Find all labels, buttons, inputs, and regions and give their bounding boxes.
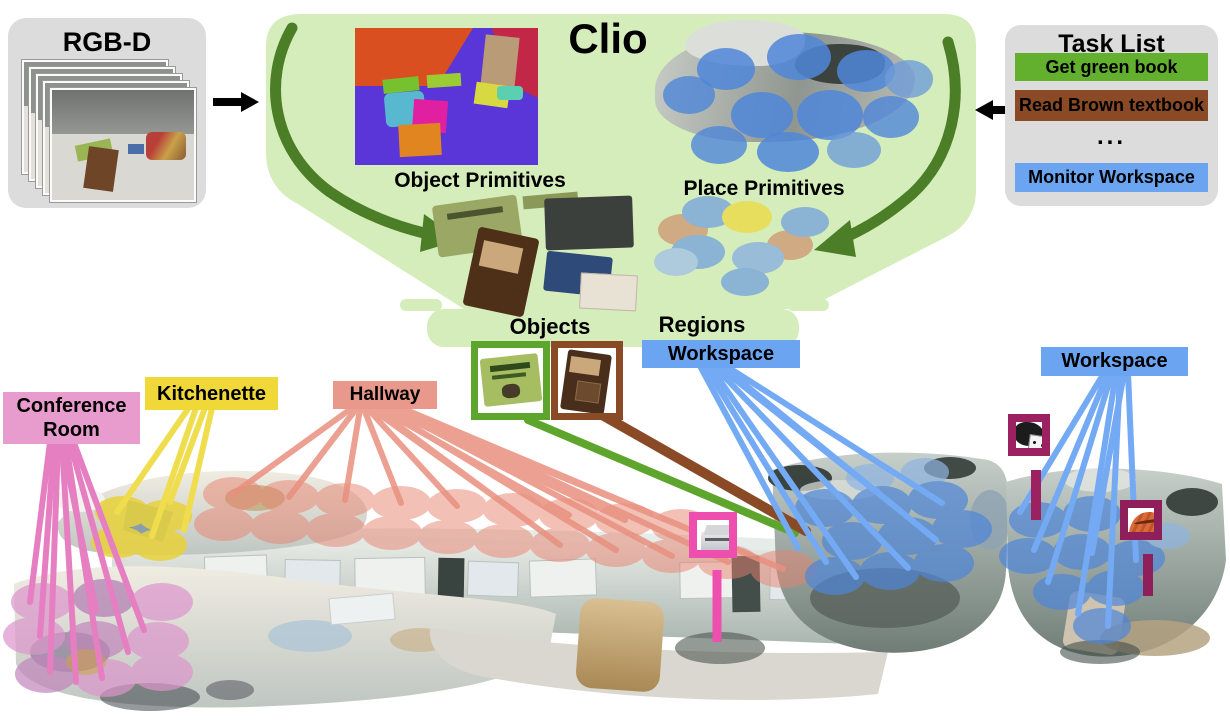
place-circle xyxy=(663,76,715,114)
brown-textbook-art xyxy=(574,380,602,404)
rgbd-photo-wall xyxy=(52,90,194,134)
segment-green-blob xyxy=(426,72,462,89)
kitchenette-lines xyxy=(114,403,215,539)
segment-teal-blob xyxy=(497,86,523,100)
segment-shelf xyxy=(480,34,520,90)
rgbd-photo-snacks xyxy=(146,132,186,160)
brown-textbook-frame xyxy=(551,341,623,420)
hat-object-frame xyxy=(1120,500,1162,540)
rgbd-photo-blue-booklet xyxy=(128,144,144,154)
arrow-left-icon xyxy=(993,106,1015,114)
place-circle xyxy=(767,34,831,80)
segment-orange-blob xyxy=(398,122,442,158)
dice-cube xyxy=(1026,434,1042,448)
dice-object-frame xyxy=(1008,414,1050,456)
arrow-right-icon xyxy=(213,98,241,106)
arrow-left-icon xyxy=(975,100,993,120)
task-list-panel: Task List Get green book Read Brown text… xyxy=(1005,25,1218,206)
place-circle xyxy=(691,126,747,164)
green-book-cover xyxy=(479,353,543,407)
conference-room-lines xyxy=(27,439,147,685)
objects-label: Objects xyxy=(509,314,591,339)
green-book-frame xyxy=(471,341,550,420)
place-primitive-cluster xyxy=(654,196,829,296)
task-item-monitor-workspace: Monitor Workspace xyxy=(1015,163,1208,192)
place-circle xyxy=(731,92,793,138)
printer-tray xyxy=(703,525,729,535)
object-frame-stems xyxy=(712,470,1153,642)
object-primitives-label: Object Primitives xyxy=(394,169,566,192)
object-lines xyxy=(524,411,811,537)
object-primitive-cutouts xyxy=(425,191,640,320)
place-circle xyxy=(827,132,881,168)
printer-body xyxy=(701,532,729,550)
dice-dot xyxy=(1041,444,1042,447)
workspace-lines-left xyxy=(697,363,945,580)
task-item-read-brown-textbook: Read Brown textbook xyxy=(1015,90,1208,121)
dice-dot xyxy=(1036,450,1039,453)
printer-slot xyxy=(705,538,729,541)
place-circle xyxy=(885,60,933,98)
regions-label: Regions xyxy=(658,312,746,337)
knit-hat xyxy=(1129,512,1154,532)
kitchenette-label: Kitchenette xyxy=(145,377,278,410)
place-primitives-image xyxy=(645,14,933,172)
printer-object-frame xyxy=(689,512,737,558)
place-circle xyxy=(863,96,919,138)
dice-dot xyxy=(1033,441,1036,444)
cutout-monitor xyxy=(544,195,634,251)
place-primitives-label: Place Primitives xyxy=(683,177,845,200)
rgbd-title: RGB-D xyxy=(62,27,152,57)
rgbd-photo-brown-book xyxy=(83,146,119,192)
place-circle xyxy=(757,132,819,172)
rgbd-photo xyxy=(50,88,196,202)
clio-title: Clio xyxy=(568,15,648,62)
workspace-label-left: Workspace xyxy=(642,340,800,368)
kitchenette-place-circles xyxy=(91,496,192,561)
hallway-label: Hallway xyxy=(333,381,437,409)
workspace-label-right: Workspace xyxy=(1041,347,1188,376)
arrow-right-icon xyxy=(241,92,259,112)
cutout-white-box xyxy=(579,272,638,312)
place-circle xyxy=(797,90,863,140)
conference-room-label: Conference Room xyxy=(3,392,140,444)
object-primitives-image xyxy=(355,28,538,165)
task-item-get-green-book: Get green book xyxy=(1015,53,1208,81)
task-item-ellipsis: ... xyxy=(1096,123,1126,150)
